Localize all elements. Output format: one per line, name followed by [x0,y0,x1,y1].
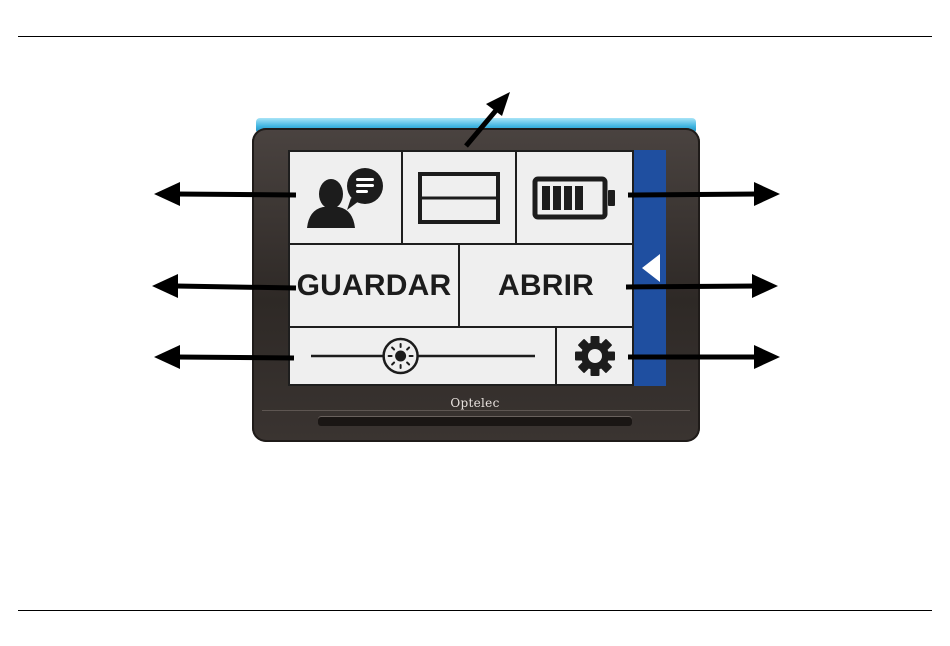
arrowhead-layout [486,92,510,116]
arrowhead-brightness [154,345,180,369]
arrowhead-open [752,274,778,298]
callout-arrow-open [626,286,758,287]
callout-arrow-layout [466,108,498,146]
callout-arrow-save [176,286,296,288]
callout-arrow-speech [176,194,296,195]
arrowhead-speech [154,182,180,206]
arrowhead-settings [754,345,780,369]
callout-arrow-battery [628,194,758,195]
callout-arrow-brightness [176,357,294,358]
arrowhead-battery [754,182,780,206]
arrowhead-save [152,274,178,298]
